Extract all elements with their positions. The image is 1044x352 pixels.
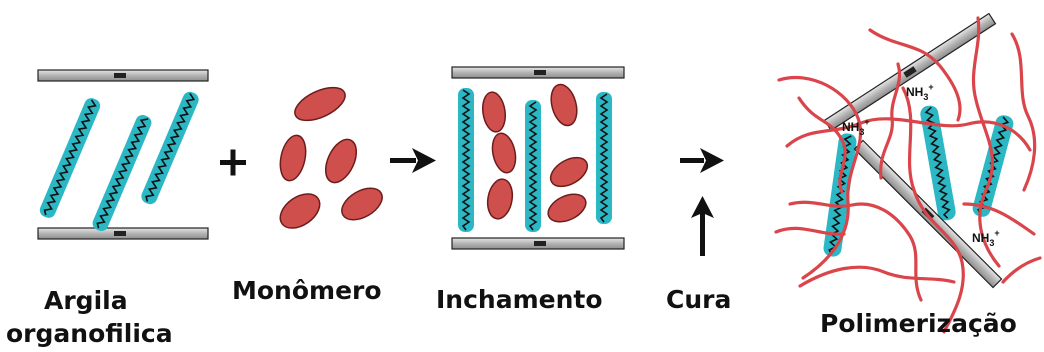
- surfactant-chain-3: [596, 92, 612, 224]
- caption-organofilica: organofilica: [6, 321, 173, 346]
- right-arrow-icon: [680, 148, 724, 173]
- monomer-particle: [336, 182, 387, 227]
- surfactant-chain-1: [38, 96, 103, 220]
- surfactant-chain-2: [90, 113, 153, 233]
- surfactant-chain-2: [525, 100, 541, 232]
- monomer-particle: [274, 187, 326, 235]
- ammonium-label-1: NH3+: [906, 82, 934, 102]
- monomer-particle: [485, 177, 516, 221]
- monomer-particle: [544, 189, 590, 228]
- organoclay-panel: [38, 70, 208, 239]
- right-arrow-icon: [390, 148, 436, 173]
- monomer-particle: [319, 135, 362, 188]
- polymerization-panel: [776, 14, 1040, 332]
- up-arrow-icon: [691, 196, 714, 256]
- surfactant-chain-1: [458, 88, 474, 232]
- monomer-particle: [290, 81, 350, 127]
- caption-polimerizacao: Polimerização: [820, 311, 1017, 336]
- plus-sign: [220, 150, 246, 176]
- polymer-chains: [776, 18, 1040, 332]
- clay-layer-bottom-mark: [114, 231, 126, 236]
- monomer-particle: [546, 152, 593, 193]
- monomer-particle: [276, 133, 309, 183]
- caption-cura: Cura: [666, 287, 731, 312]
- caption-inchamento: Inchamento: [436, 287, 603, 312]
- caption-monomero: Monômero: [232, 278, 382, 303]
- clay-layer-top-mark: [534, 70, 546, 75]
- monomer-particle: [489, 131, 519, 175]
- svg-text:NH3+: NH3+: [906, 82, 934, 102]
- monomer-particle: [480, 91, 507, 134]
- clay-layer-top-mark: [114, 73, 126, 78]
- monomer-particle: [547, 82, 581, 129]
- swelling-panel: [452, 67, 624, 249]
- caption-argila: Argila: [44, 288, 128, 313]
- surfactant-chain-3: [139, 90, 201, 207]
- monomer-cluster: [274, 81, 388, 235]
- clay-layer-bottom-mark: [534, 241, 546, 246]
